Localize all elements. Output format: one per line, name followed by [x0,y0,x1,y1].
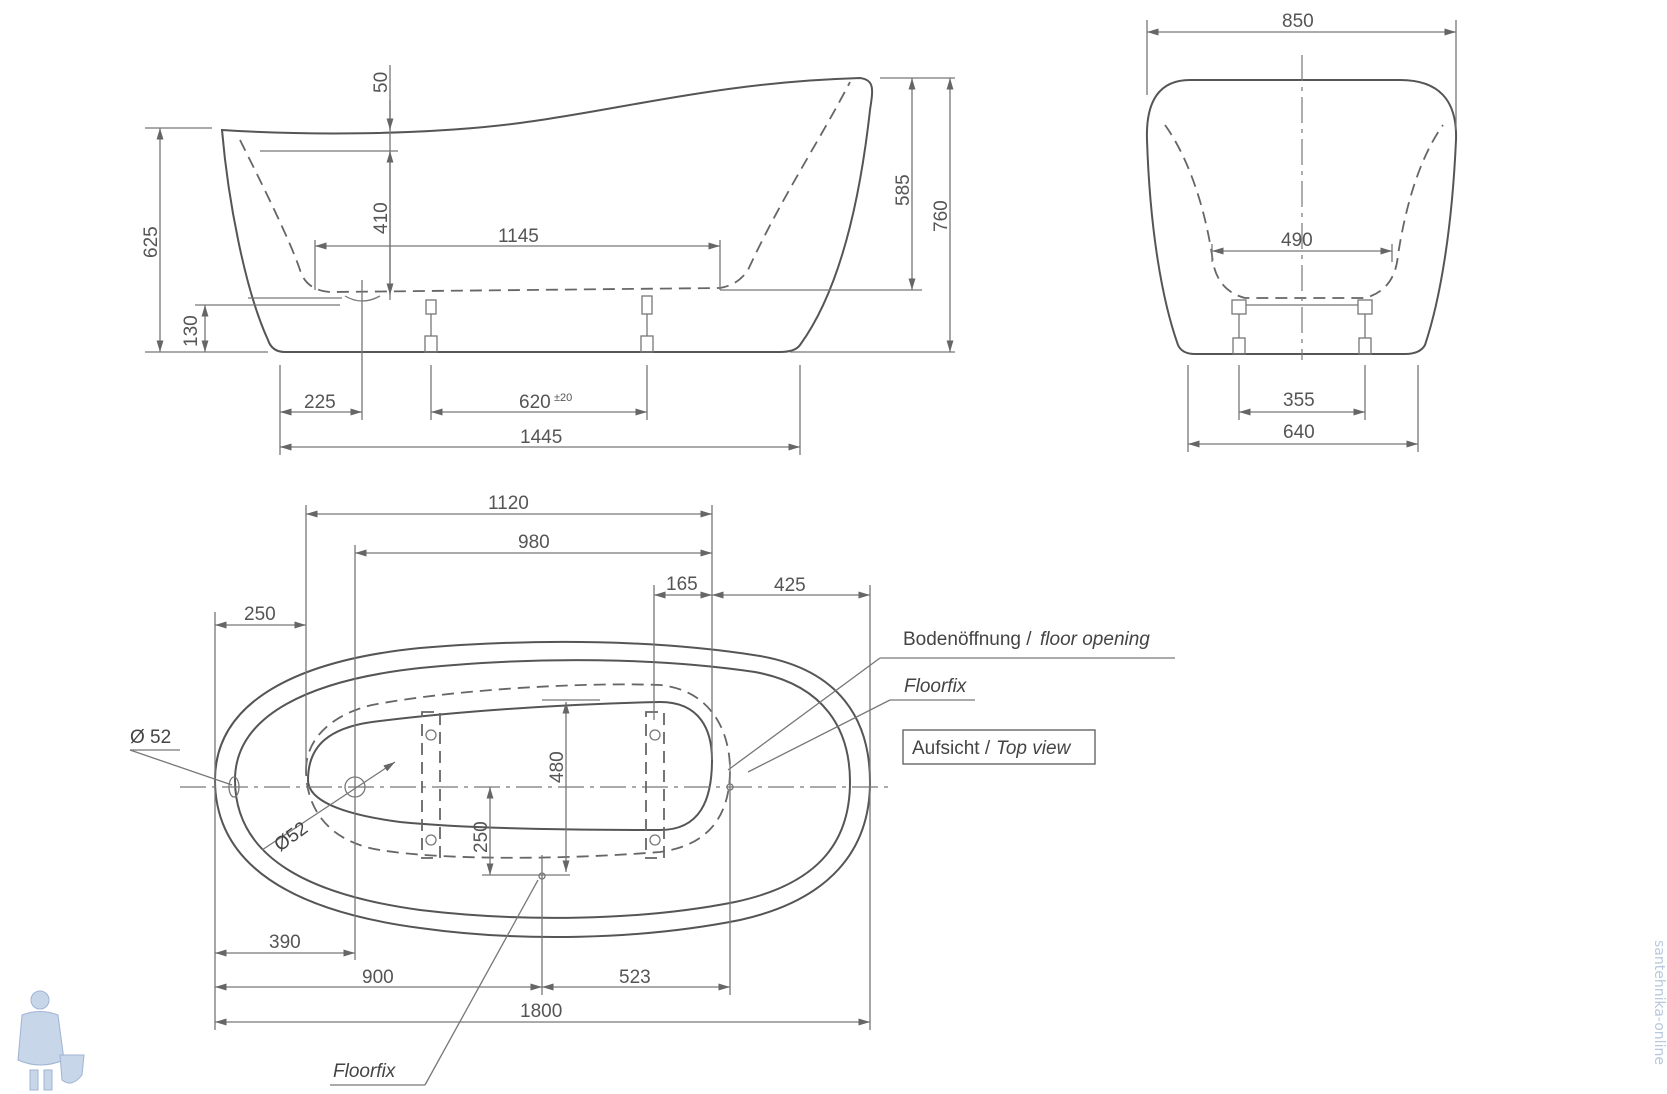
end-inner-basin-dashed [1164,124,1444,299]
end-foot-left [1231,299,1247,355]
side-view-outline [220,76,874,353]
view-label-box [902,729,1096,765]
dim-50: 50 [371,72,392,93]
dim-1120: 1120 [488,493,529,514]
inner-basin-dashed [239,81,851,293]
support-rail-right [645,711,665,859]
floor-opening-label-de: Bodenöffnung / [903,629,1032,650]
watermark: santehnika-online [17,940,1667,1091]
dim-490: 490 [1281,230,1313,251]
view-label-de: Aufsicht / [912,738,991,759]
diameter-drain-label: Ø52 [271,818,312,856]
dim-425: 425 [774,575,806,596]
leader-diameter-drain [261,761,396,851]
dim-585: 585 [893,174,914,206]
top-view: 1120 980 165 425 250 480 250 390 900 523… [129,493,1175,1086]
dim-760: 760 [931,200,952,232]
end-view-outline [1145,79,1458,355]
dim-1445: 1445 [520,427,562,448]
dim-225: 225 [304,392,336,413]
dim-900: 900 [362,967,394,988]
leader-floorfix-bottom [424,879,539,1086]
leader-diameter-outer [129,749,233,786]
dim-625: 625 [141,226,162,258]
dim-480: 480 [547,751,568,783]
dim-390: 390 [269,932,301,953]
end-view: 850 490 355 640 [1145,11,1458,452]
dim-355: 355 [1283,390,1315,411]
dim-1145: 1145 [498,226,539,247]
dim-980: 980 [518,532,550,553]
dim-250-top: 250 [244,604,276,625]
dim-850: 850 [1282,11,1314,32]
side-view: 50 410 625 130 585 760 1145 225 620 ±20 … [141,65,955,455]
dim-410: 410 [371,202,392,234]
dim-165: 165 [666,574,698,595]
floorfix-label-right: Floorfix [904,676,968,697]
view-label-en: Top view [996,738,1072,759]
end-foot-right [1357,299,1373,355]
support-rail-left [421,711,441,859]
top-view-inner-rim [233,659,852,919]
basin-floor-outline [306,700,714,832]
floor-opening-label-en: floor opening [1040,629,1150,650]
overflow-hole [228,776,240,798]
leader-floor-opening [727,657,881,771]
foot-right [640,295,654,353]
foot-left [424,299,438,353]
dim-250-inner: 250 [471,821,492,853]
dim-130: 130 [181,315,202,347]
leader-floorfix-right [747,699,891,773]
dim-1800: 1800 [520,1001,562,1022]
dim-640: 640 [1283,422,1315,443]
basin-dashed-outline [305,683,731,859]
dim-523: 523 [619,967,651,988]
floorfix-label-bottom: Floorfix [333,1061,397,1082]
dim-620-tolerance: ±20 [554,392,572,404]
watermark-text: santehnika-online [1651,940,1667,1065]
plumber-logo [17,990,85,1091]
diameter-outer-label: Ø 52 [130,727,171,748]
dim-620: 620 [519,392,551,413]
